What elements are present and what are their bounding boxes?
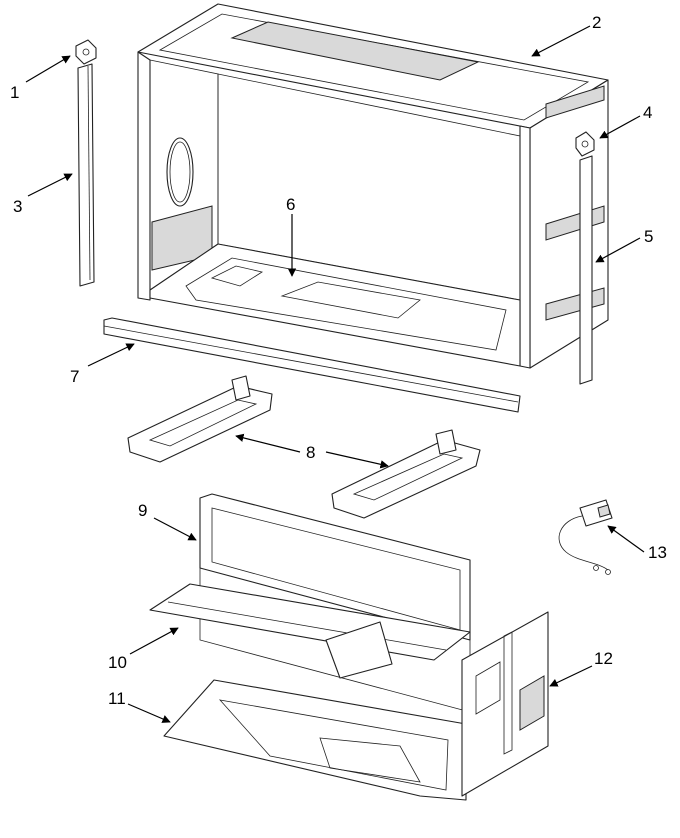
base-pan [163, 679, 467, 801]
leader-5 [595, 237, 641, 263]
leader-1 [25, 55, 71, 83]
leader-8b [325, 451, 389, 469]
cross-bar [149, 583, 471, 679]
leader-13 [607, 525, 645, 553]
leader-2 [531, 25, 591, 57]
leader-11 [127, 703, 171, 723]
callout-2: 2 [592, 13, 601, 32]
right-bracket-and-rail [575, 131, 595, 385]
leader-lines [25, 25, 645, 723]
callout-7: 7 [70, 367, 79, 386]
callout-13: 13 [648, 543, 667, 562]
leader-12 [549, 665, 593, 687]
callout-8: 8 [306, 443, 315, 462]
callout-10: 10 [108, 653, 127, 672]
switch-assembly [558, 499, 613, 575]
callout-9: 9 [138, 501, 147, 520]
callout-11: 11 [108, 689, 126, 708]
callout-labels: 1 2 3 4 5 6 7 8 9 10 11 12 13 [10, 13, 667, 708]
callout-3: 3 [13, 197, 22, 216]
callout-1: 1 [10, 83, 19, 102]
leader-7 [87, 343, 135, 367]
leader-9 [153, 517, 197, 541]
leader-10 [129, 627, 179, 655]
callout-6: 6 [286, 195, 295, 214]
callout-12: 12 [594, 649, 613, 668]
side-panel [461, 611, 549, 797]
callout-5: 5 [644, 227, 653, 246]
cabinet-shell [137, 3, 609, 369]
leader-4 [599, 115, 641, 139]
leader-3 [27, 173, 73, 197]
leader-8a [235, 433, 301, 453]
mounting-brackets [127, 375, 481, 519]
left-bracket-and-rail [75, 39, 97, 287]
front-strip [103, 317, 521, 413]
callout-4: 4 [643, 103, 652, 122]
